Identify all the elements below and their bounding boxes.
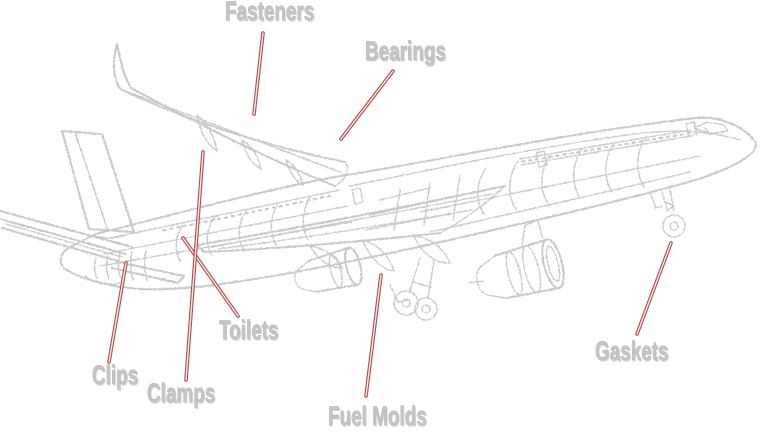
stabilizer-near bbox=[111, 261, 185, 284]
nose-landing-gear bbox=[649, 189, 686, 238]
window-row bbox=[519, 132, 691, 163]
winglet bbox=[112, 43, 132, 90]
wing-near-root bbox=[439, 185, 506, 234]
wing-near bbox=[196, 185, 506, 272]
belly-line bbox=[429, 171, 691, 233]
engine-near-pylon bbox=[521, 219, 543, 248]
tailcone bbox=[59, 233, 97, 269]
rudder-line bbox=[74, 131, 109, 232]
leader-lines-layer bbox=[107, 31, 673, 398]
window-band-top bbox=[519, 129, 691, 160]
aircraft-group bbox=[0, 43, 757, 321]
wingbox-detail bbox=[364, 175, 461, 231]
vertical-fin bbox=[61, 130, 135, 233]
wing-far-root bbox=[334, 161, 349, 187]
callout-label-bearings: Bearings bbox=[365, 36, 446, 66]
leader-line-bearings bbox=[340, 70, 394, 140]
stabilizer-far bbox=[0, 210, 133, 262]
wing-near-flap-fairings bbox=[309, 235, 451, 272]
wing-near-trailing-edge bbox=[203, 232, 441, 253]
callout-label-toilets: Toilets bbox=[219, 315, 279, 345]
leader-line-fuel-molds bbox=[365, 274, 382, 397]
callout-label-clips: Clips bbox=[92, 360, 139, 390]
nose-tip bbox=[754, 142, 757, 150]
wing-near-leading-edge bbox=[196, 185, 506, 246]
wing-near-spar1 bbox=[211, 193, 493, 248]
leader-line-clamps bbox=[185, 151, 204, 381]
leader-line-gaskets bbox=[636, 242, 672, 335]
wing-far-leading-edge bbox=[119, 88, 346, 163]
callout-label-gaskets: Gaskets bbox=[595, 336, 669, 366]
wing-near-tip bbox=[196, 244, 205, 253]
doors bbox=[351, 121, 698, 205]
fin-fillet bbox=[95, 231, 135, 239]
fuselage-crown-line bbox=[349, 130, 741, 187]
wing-far-trailing-edge bbox=[130, 87, 336, 187]
engine-far bbox=[294, 246, 363, 293]
window-band-bottom bbox=[520, 135, 692, 166]
callout-label-fasteners: Fasteners bbox=[225, 0, 315, 26]
floor-line bbox=[419, 155, 701, 213]
fuselage-bottom-line bbox=[63, 148, 756, 291]
tailcone-ribs bbox=[93, 250, 148, 281]
leader-line-fasteners bbox=[253, 32, 264, 115]
main-landing-gear bbox=[389, 257, 438, 321]
wing-far bbox=[112, 43, 349, 187]
engine-near bbox=[468, 219, 565, 300]
cockpit-windows bbox=[693, 121, 729, 135]
callout-label-fuel-molds: Fuel Molds bbox=[328, 401, 427, 431]
tail-bumper bbox=[84, 275, 121, 285]
leader-line-clips bbox=[108, 262, 127, 363]
leader-line-toilets bbox=[182, 237, 239, 317]
callout-label-clamps: Clamps bbox=[147, 378, 216, 408]
wing-far-flap-fairings bbox=[196, 114, 304, 186]
